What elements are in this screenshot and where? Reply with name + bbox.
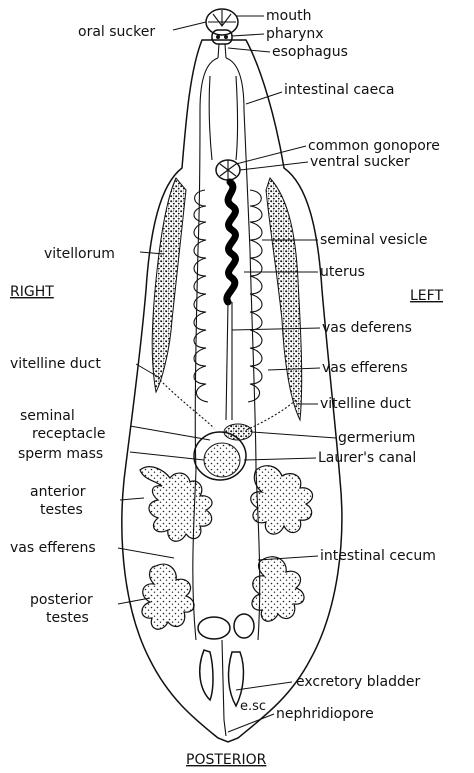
label-seminal-vesicle: seminal vesicle	[320, 232, 428, 248]
label-anterior-testes-2: testes	[40, 502, 83, 518]
label-right: RIGHT	[10, 284, 54, 300]
ventral-sucker	[215, 159, 241, 181]
label-laurers-canal: Laurer's canal	[318, 450, 416, 466]
label-nephridiopore: nephridiopore	[276, 706, 374, 722]
germerium	[223, 423, 253, 441]
label-vitellorum: vitellorum	[44, 246, 115, 262]
oral-sucker	[205, 8, 239, 36]
label-seminal-receptacle-2: receptacle	[32, 426, 106, 442]
posterior-testes	[141, 563, 195, 630]
posterior-organ-2	[233, 613, 255, 639]
label-vitelline-duct-left: vitelline duct	[320, 396, 411, 412]
anterior-testes	[139, 466, 213, 542]
label-pharynx: pharynx	[266, 26, 324, 42]
label-seminal-receptacle-1: seminal	[20, 408, 75, 424]
label-posterior-testes-1: posterior	[30, 592, 93, 608]
label-left: LEFT	[410, 288, 443, 304]
vitelline-duct-right	[159, 379, 215, 429]
intestinal-caeca	[194, 57, 257, 471]
label-esophagus: esophagus	[272, 44, 348, 60]
excretory-canal	[221, 639, 227, 737]
uterus-coils	[193, 189, 263, 403]
posterior-testes-left	[251, 556, 305, 622]
excretory-bladder-shape	[198, 649, 245, 708]
label-vas-deferens: vas deferens	[322, 320, 412, 336]
label-oral-sucker: oral sucker	[78, 24, 155, 40]
label-intestinal-caeca: intestinal caeca	[284, 82, 395, 98]
leader-lines	[117, 15, 337, 733]
signature: e.sc	[240, 699, 266, 714]
intestinal-cecum-lower	[192, 469, 261, 641]
label-vitelline-duct-right: vitelline duct	[10, 356, 101, 372]
anterior-testes-left	[250, 465, 314, 535]
label-excretory-bladder: excretory bladder	[296, 674, 420, 690]
seminal-receptacle	[193, 431, 247, 481]
vitelline-duct-left	[245, 399, 297, 431]
esophagus	[217, 43, 227, 59]
vitellaria-left	[265, 177, 303, 422]
pharynx	[211, 29, 233, 45]
label-mouth: mouth	[266, 8, 311, 24]
vitellaria-right	[151, 177, 187, 394]
uterus-black	[223, 178, 239, 306]
label-uterus: uterus	[320, 264, 365, 280]
label-germerium: germerium	[338, 430, 415, 446]
label-posterior-testes-2: testes	[46, 610, 89, 626]
body-outline	[121, 39, 343, 743]
label-ventral-sucker: ventral sucker	[310, 154, 410, 170]
posterior-organ-1	[197, 616, 231, 640]
label-sperm-mass: sperm mass	[18, 446, 103, 462]
label-posterior: POSTERIOR	[186, 752, 267, 768]
label-anterior-testes-1: anterior	[30, 484, 86, 500]
label-common-gonopore: common gonopore	[308, 138, 440, 154]
label-intestinal-cecum: intestinal cecum	[320, 548, 436, 564]
label-vas-efferens-right: vas efferens	[322, 360, 408, 376]
label-vas-efferens-left: vas efferens	[10, 540, 96, 556]
vas-deferens-duct	[225, 301, 233, 421]
